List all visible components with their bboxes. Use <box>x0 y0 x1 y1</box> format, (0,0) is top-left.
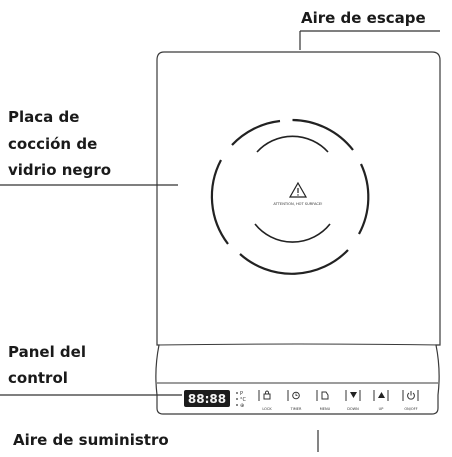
warning-icon <box>288 181 308 198</box>
down-button[interactable]: DOWN <box>345 390 361 411</box>
up-arrow-icon <box>378 392 385 398</box>
timer-icon <box>292 391 300 400</box>
up-label: UP <box>379 407 384 411</box>
timer-label: TIMER <box>290 407 302 411</box>
lock-icon <box>263 393 271 400</box>
time-display <box>184 390 230 407</box>
lock-button[interactable]: LOCK <box>258 390 272 411</box>
supply-air-label: Aire de suministro <box>13 431 169 449</box>
power-label: ON/OFF <box>404 407 417 411</box>
menu-icon <box>321 391 329 400</box>
power-icon <box>407 392 415 400</box>
glass-plate-label-line3: vidrio negro <box>8 161 112 179</box>
control-panel-label-line1: Panel del <box>8 343 86 361</box>
glass-plate-edge <box>156 343 441 346</box>
down-label: DOWN <box>347 407 359 411</box>
cooktop-body <box>155 51 441 415</box>
glass-plate-label-line2: cocción de <box>8 135 98 153</box>
menu-label: MENU <box>320 407 331 411</box>
cooking-zone <box>210 118 370 275</box>
up-button[interactable]: UP <box>373 390 389 411</box>
timer-button[interactable]: TIMER <box>287 390 302 411</box>
indicator-power: P <box>240 391 243 397</box>
lock-label: LOCK <box>262 407 272 411</box>
callout-lines <box>0 30 440 452</box>
menu-button[interactable]: MENU <box>316 390 331 411</box>
warning-text: ATTENTION, HOT SURFACE! <box>273 202 322 206</box>
indicator-group: P °C ⊕ <box>236 391 247 409</box>
exhaust-air-label: Aire de escape <box>301 9 426 27</box>
down-arrow-icon <box>350 392 357 398</box>
display-digits: 88:88 <box>188 392 226 406</box>
indicator-temperature: °C <box>240 397 247 403</box>
power-button[interactable]: ON/OFF <box>402 390 419 411</box>
indicator-timer: ⊕ <box>240 403 244 409</box>
control-panel-label-line2: control <box>8 369 68 387</box>
glass-plate-label-line1: Placa de <box>8 108 80 126</box>
